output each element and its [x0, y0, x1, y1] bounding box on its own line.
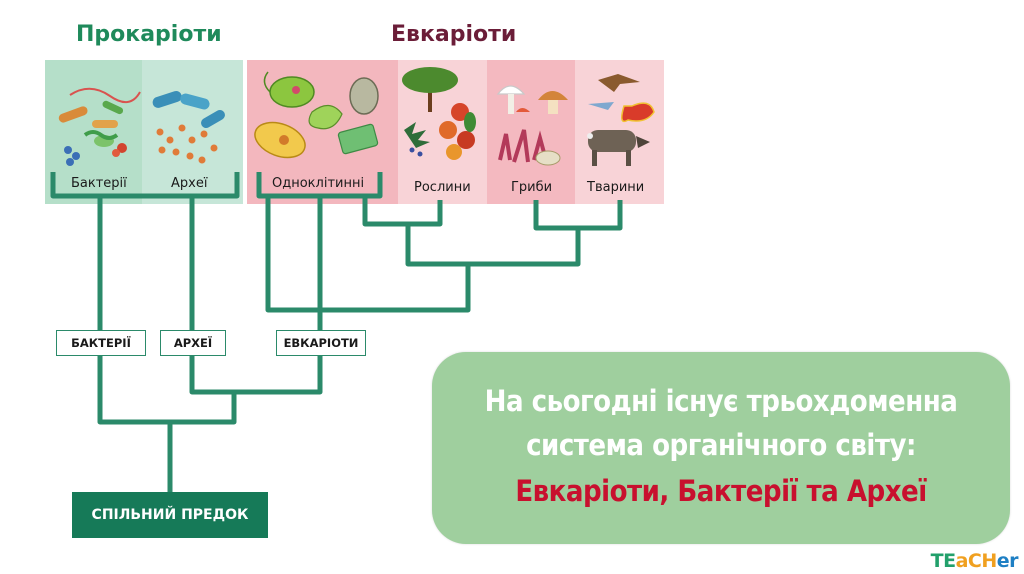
eukaryote-clade	[265, 196, 471, 313]
archaea-label: Археї	[171, 176, 208, 191]
plants-illustration	[402, 67, 476, 160]
info-line-2: система органічного світу:	[526, 428, 916, 462]
fungi-illustration	[496, 85, 568, 166]
logo-part-2: aCH	[955, 550, 998, 572]
bacteria-node: БАКТЕРІЇ	[56, 330, 146, 356]
animals-illustration	[587, 74, 655, 166]
multicellular-branch	[405, 224, 581, 267]
prokaryotes-bracket	[50, 172, 240, 199]
fungi-animals-branch	[533, 200, 623, 231]
info-line-3: Евкаріоти, Бактерії та Археї	[515, 474, 927, 508]
plants-label: Рослини	[414, 180, 471, 195]
archaea-node: АРХЕЇ	[160, 330, 226, 356]
prokaryotes-heading: Прокаріоти	[76, 22, 222, 47]
info-line-1: На сьогодні існує трьохдоменна	[484, 384, 958, 418]
unicellular-illustration	[254, 71, 379, 159]
logo-part-3: er	[996, 550, 1019, 572]
fungi-panel	[487, 60, 575, 204]
logo-part-1: TE	[930, 550, 956, 572]
teacher-logo: TEaCHer	[930, 550, 1019, 572]
eukaryotes-node: ЕВКАРІОТИ	[276, 330, 366, 356]
plants-fungi-animals-branch	[362, 196, 443, 227]
bacteria-label: Бактерії	[71, 176, 127, 191]
archaea-illustration	[152, 91, 225, 164]
eukaryotes-heading: Евкаріоти	[391, 22, 517, 47]
common-ancestor-box: СПІЛЬНИЙ ПРЕДОК	[72, 492, 268, 538]
root-join	[97, 356, 237, 425]
info-card: На сьогодні існує трьохдоменна система о…	[432, 352, 1010, 544]
archaea-eukaryote-join	[189, 356, 323, 395]
unicellular-label: Одноклітинні	[272, 176, 365, 191]
bacteria-illustration	[58, 87, 141, 166]
animals-label: Тварини	[587, 180, 645, 195]
fungi-label: Гриби	[511, 180, 553, 195]
